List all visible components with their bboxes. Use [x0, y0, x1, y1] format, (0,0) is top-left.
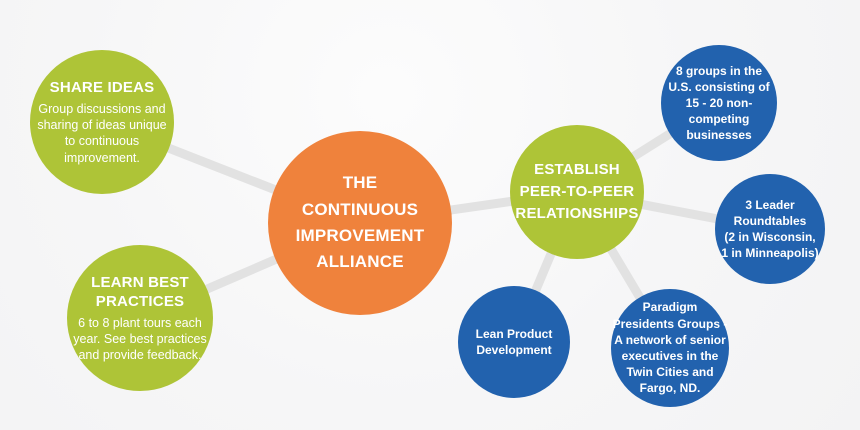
continuous-improvement-alliance-title: THE CONTINUOUS IMPROVEMENT ALLIANCE [295, 173, 425, 272]
node-leader-roundtables: 3 Leader Roundtables (2 in Wisconsin, 1 … [715, 174, 825, 284]
node-continuous-improvement-alliance: THE CONTINUOUS IMPROVEMENT ALLIANCE [268, 131, 452, 315]
eight-groups-description: 8 groups in the U.S. consisting of 15 - … [668, 63, 770, 143]
node-lean-product-development: Lean Product Development [458, 286, 570, 398]
learn-best-practices-description: 6 to 8 plant tours each year. See best p… [73, 315, 207, 363]
learn-best-practices-title: LEARN BEST PRACTICES [91, 273, 189, 311]
share-ideas-description: Group discussions and sharing of ideas u… [37, 101, 167, 165]
node-paradigm-presidents-groups: Paradigm Presidents Groups - A network o… [611, 289, 729, 407]
share-ideas-title: SHARE IDEAS [49, 79, 155, 97]
establish-peer-to-peer-title: ESTABLISH PEER-TO-PEER RELATIONSHIPS [515, 161, 639, 222]
node-learn-best-practices: LEARN BEST PRACTICES 6 to 8 plant tours … [67, 245, 213, 391]
node-eight-groups: 8 groups in the U.S. consisting of 15 - … [661, 45, 777, 161]
leader-roundtables-description: 3 Leader Roundtables (2 in Wisconsin, 1 … [721, 197, 819, 261]
paradigm-presidents-groups-description: Paradigm Presidents Groups - A network o… [612, 300, 728, 396]
lean-product-development-label: Lean Product Development [475, 326, 553, 357]
node-establish-peer-to-peer: ESTABLISH PEER-TO-PEER RELATIONSHIPS [510, 125, 644, 259]
node-share-ideas: SHARE IDEAS Group discussions and sharin… [30, 50, 174, 194]
